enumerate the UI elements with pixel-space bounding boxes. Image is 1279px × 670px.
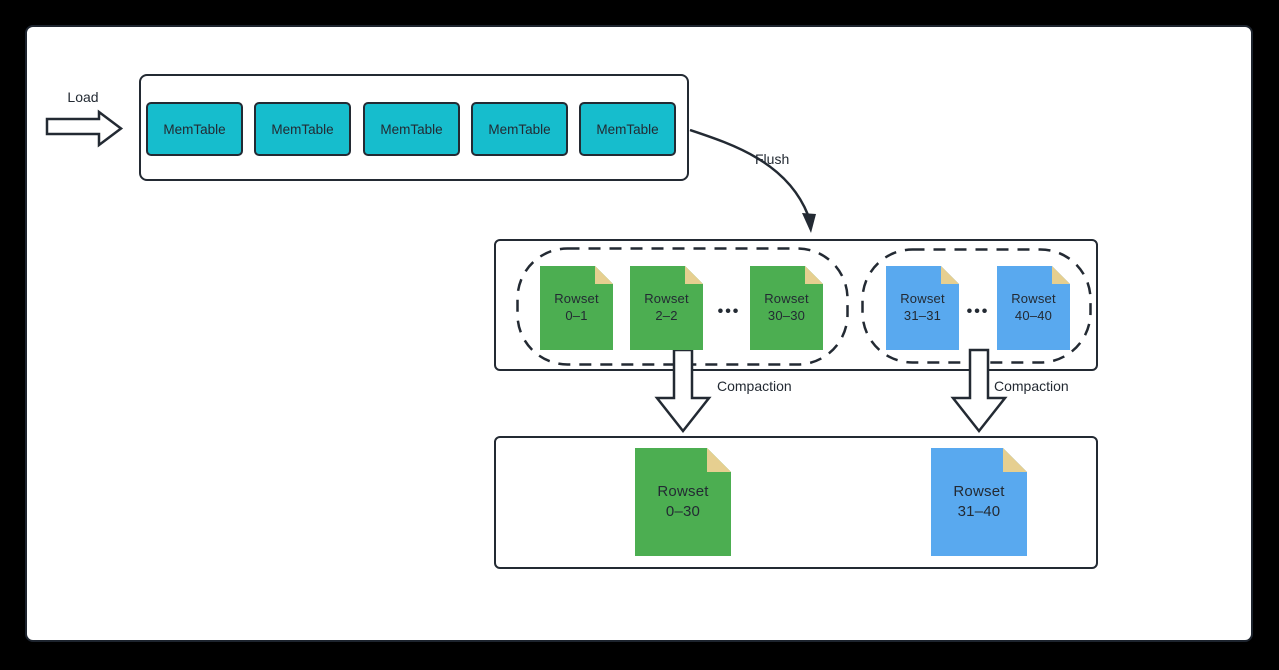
rowset-name: Rowset [554,291,599,307]
compaction-label-right: Compaction [994,378,1069,394]
rowset-range: 2–2 [655,308,678,323]
memtable-box: MemTable [579,102,676,156]
memtable-box: MemTable [363,102,460,156]
green-rowset-group-outline [516,247,849,366]
rowset-name: Rowset [953,482,1005,500]
ellipsis-green: ••• [717,303,741,320]
compacted-rowset-file-blue: Rowset 31–40 [931,448,1027,556]
ellipsis-blue: ••• [966,303,990,320]
memtable-box: MemTable [471,102,568,156]
load-arrow-icon [45,109,124,148]
rowset-range: 0–30 [665,503,701,520]
flush-arrow-icon [689,128,816,233]
load-label: Load [67,89,99,105]
compacted-rowset-file-green: Rowset 0–30 [635,448,731,556]
rowset-range: 31–31 [903,308,942,323]
rowset-range: 30–30 [767,308,806,323]
memtable-box: MemTable [146,102,243,156]
rowset-name: Rowset [1011,291,1056,307]
compaction-arrow-right-icon [950,348,1008,434]
rowset-name: Rowset [644,291,689,307]
memtable-box: MemTable [254,102,351,156]
rowset-range: 0–1 [565,308,588,323]
rowset-range: 40–40 [1014,308,1053,323]
diagram-canvas: Load MemTable MemTable MemTable MemTable… [25,25,1253,642]
flush-label: Flush [755,151,790,167]
rowset-name: Rowset [900,291,945,307]
compaction-arrow-left-icon [654,348,712,434]
rowset-range: 31–40 [957,503,1001,520]
compaction-label-left: Compaction [717,378,792,394]
rowset-name: Rowset [657,482,709,500]
rowset-name: Rowset [764,291,809,307]
